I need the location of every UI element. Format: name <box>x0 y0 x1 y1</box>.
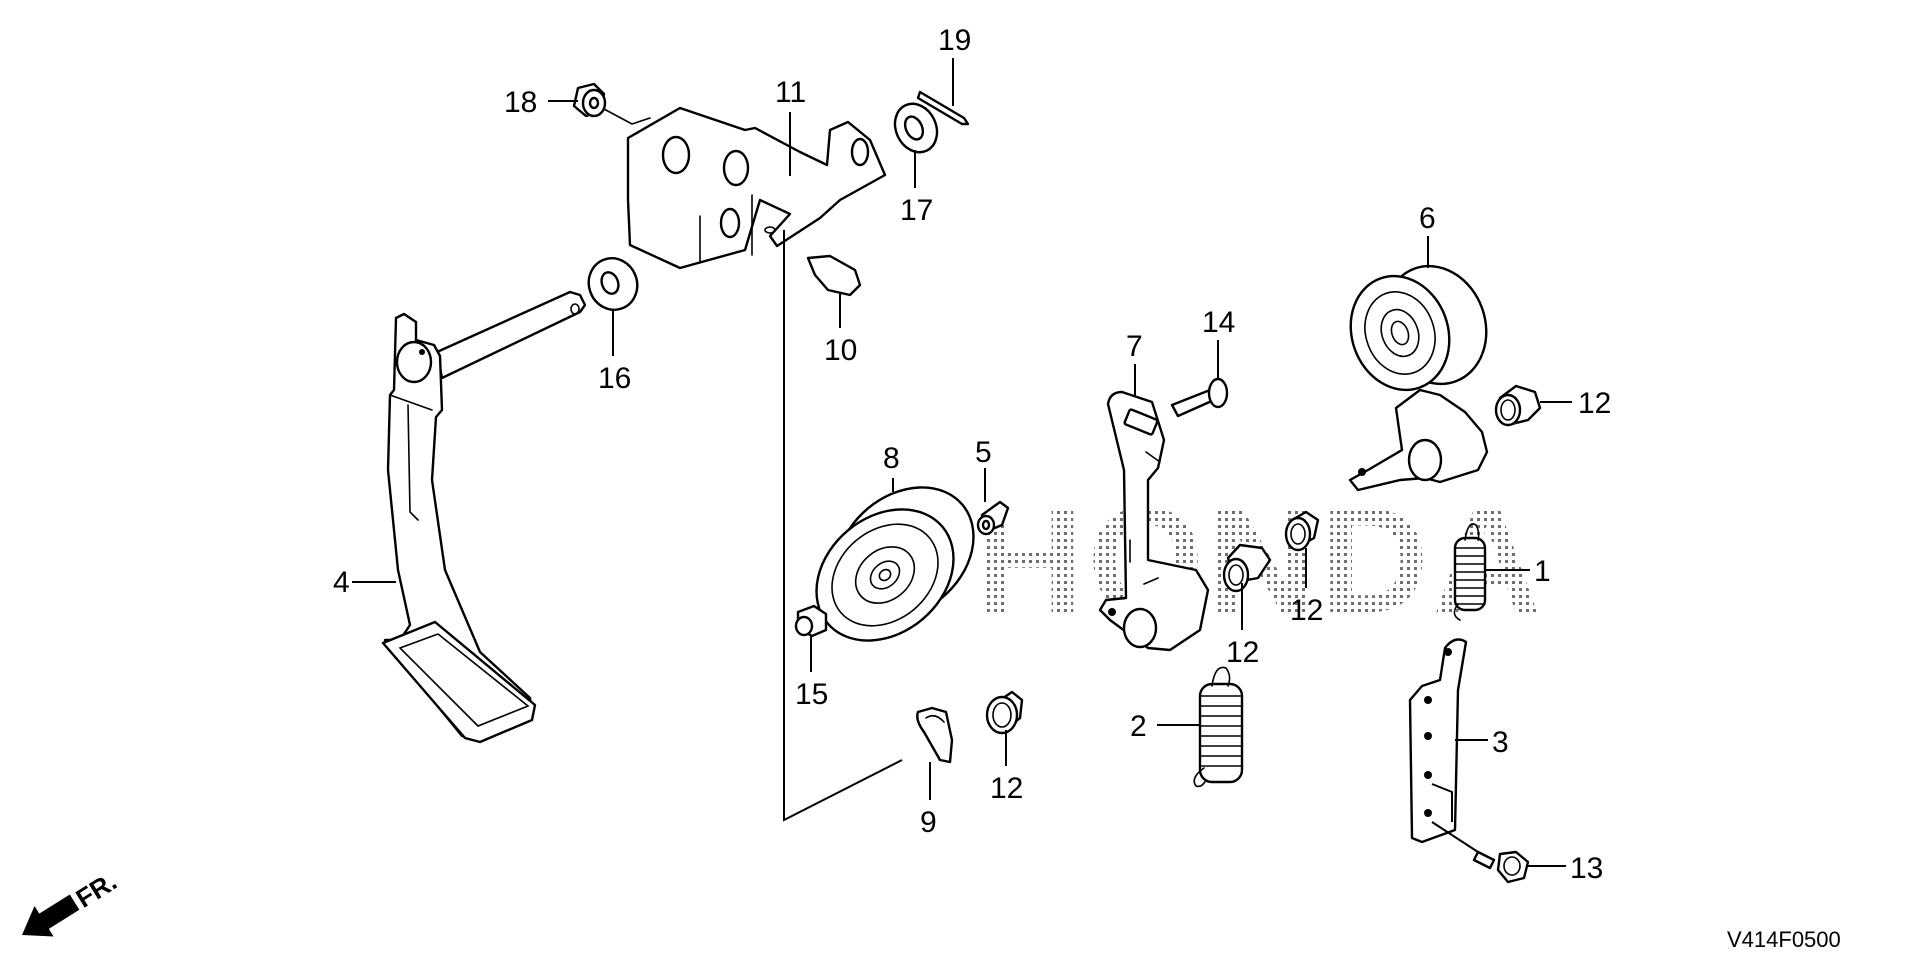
washer-16[interactable] <box>582 251 645 316</box>
bushing-12-right[interactable] <box>1494 384 1542 427</box>
spring-bracket-plate-3[interactable] <box>1408 638 1479 853</box>
clip-9[interactable] <box>916 706 954 764</box>
pedal-bracket[interactable] <box>626 106 887 270</box>
callout-10[interactable]: 10 <box>824 334 857 367</box>
tension-spring-1[interactable] <box>1453 523 1487 621</box>
callout-1[interactable]: 1 <box>1534 555 1551 588</box>
callout-12-right[interactable]: 12 <box>1578 387 1611 420</box>
callout-19[interactable]: 19 <box>938 24 971 57</box>
bushing-12-lower[interactable] <box>985 690 1024 735</box>
callout-9[interactable]: 9 <box>920 806 937 839</box>
tension-arm-7[interactable] <box>1098 390 1210 652</box>
callout-6[interactable]: 6 <box>1419 202 1436 235</box>
tension-spring-2[interactable] <box>1193 666 1244 788</box>
callout-4[interactable]: 4 <box>333 566 350 599</box>
pad-10[interactable] <box>806 254 862 297</box>
callout-5[interactable]: 5 <box>975 436 992 469</box>
callout-12-lower[interactable]: 12 <box>990 772 1023 805</box>
callout-8[interactable]: 8 <box>883 442 900 475</box>
callout-13[interactable]: 13 <box>1570 852 1603 885</box>
callout-3[interactable]: 3 <box>1492 726 1509 759</box>
callout-18[interactable]: 17 <box>900 194 933 227</box>
callout-17[interactable]: 18 <box>504 86 537 119</box>
bushing-12-mid-b[interactable] <box>1284 510 1320 552</box>
flange-nut-17[interactable] <box>572 82 651 125</box>
callout-14[interactable]: 14 <box>1202 306 1235 339</box>
callout-12-mid-b[interactable]: 12 <box>1290 594 1323 627</box>
callout-7[interactable]: 7 <box>1126 330 1143 363</box>
flange-bolt-13[interactable] <box>1472 850 1530 884</box>
flange-nut-15[interactable] <box>794 604 828 638</box>
callout-2[interactable]: 2 <box>1130 710 1147 743</box>
collar-5[interactable] <box>976 500 1010 536</box>
callout-12-mid-a[interactable]: 12 <box>1226 636 1259 669</box>
cotter-pin-19[interactable] <box>916 90 970 126</box>
callout-11[interactable]: 11 <box>775 76 806 109</box>
front-direction-indicator: FR. <box>22 866 122 937</box>
diagram-code: V414F0500 <box>1727 927 1841 952</box>
callout-16[interactable]: 16 <box>598 362 631 395</box>
tension-pulley-arm-6[interactable] <box>1335 252 1502 492</box>
leader-9-bracket <box>783 230 903 822</box>
bolt-14[interactable] <box>1170 377 1229 418</box>
front-arrow-icon <box>22 894 80 937</box>
front-label: FR. <box>71 866 122 914</box>
pedal-arm[interactable] <box>381 290 587 744</box>
callout-15[interactable]: 15 <box>795 678 828 711</box>
idler-pulley-8[interactable] <box>790 460 999 667</box>
washer-18[interactable] <box>887 97 944 159</box>
